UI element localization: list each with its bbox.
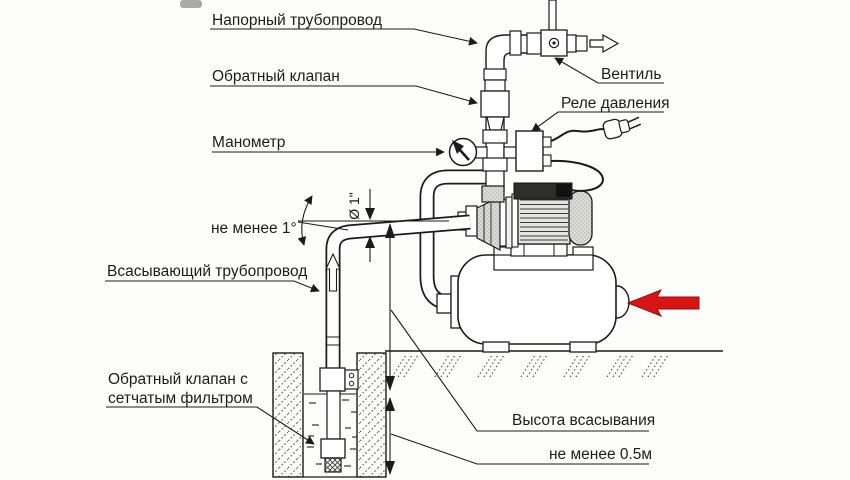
pump-outlet-coupling xyxy=(481,185,505,203)
valve-stem xyxy=(548,0,557,33)
pump-mount-bracket xyxy=(493,254,594,271)
pressure-gauge xyxy=(448,137,478,167)
label-leaders xyxy=(105,28,664,465)
foot-check-valve xyxy=(320,438,346,459)
pipe-elbow xyxy=(485,34,532,73)
pump-motor xyxy=(517,192,571,245)
label-pressure-pipe: Напорный трубопровод xyxy=(212,12,382,29)
motor-ribs xyxy=(520,199,568,241)
gauge-needle xyxy=(452,140,464,154)
outlet-flow-arrow xyxy=(589,33,620,54)
power-cable xyxy=(550,128,605,142)
highlight-arrow xyxy=(626,289,700,317)
label-min-submersion: не менее 0.5м xyxy=(549,446,652,463)
dimension-annotations xyxy=(297,189,449,475)
labels: Напорный трубопровод Обратный клапан Ман… xyxy=(107,12,670,463)
label-gauge: Манометр xyxy=(212,134,285,151)
pressure-switch-body xyxy=(515,130,544,172)
motor-cable-connector xyxy=(556,184,571,197)
tank-connection-pipe xyxy=(419,169,488,329)
motor-cable xyxy=(550,159,605,192)
scan-artifact xyxy=(180,0,202,8)
outlet-valve xyxy=(509,0,620,57)
power-plug xyxy=(602,116,642,140)
well-left-wall xyxy=(272,352,304,478)
label-valve: Вентиль xyxy=(601,66,661,83)
well-right-wall xyxy=(356,352,387,478)
label-foot-valve-line2: сетчатым фильтром xyxy=(108,390,253,407)
label-min-slope: не менее 1° xyxy=(211,220,297,237)
pressure-switch-unit xyxy=(515,116,642,192)
label-check-valve: Обратный клапан xyxy=(212,68,340,85)
tank-foot xyxy=(482,341,510,353)
slope-angle-arc xyxy=(297,195,313,246)
strainer-filter xyxy=(324,457,342,473)
pump-suction-cone xyxy=(476,196,501,251)
ground xyxy=(385,350,723,378)
label-foot-valve-line1: Обратный клапан с xyxy=(108,371,248,388)
pump xyxy=(457,182,593,257)
tank-foot xyxy=(569,341,597,353)
label-suction-pipe: Всасывающий трубопровод xyxy=(107,263,307,280)
well-head-coupling xyxy=(319,367,346,392)
tank-inlet-fitting xyxy=(436,293,452,314)
label-suction-height: Высота всасывания xyxy=(512,412,655,429)
pump-head-rings xyxy=(511,193,519,248)
flow-direction-arrow xyxy=(325,252,341,292)
label-pressure-switch: Реле давления xyxy=(561,95,670,112)
pipe-joint xyxy=(326,336,340,346)
pressure-tank xyxy=(457,246,630,353)
pump-base xyxy=(510,243,568,257)
check-valve-body xyxy=(480,90,510,118)
suction-pipe xyxy=(319,214,471,473)
label-pipe-diameter: Ø 1" xyxy=(346,192,362,220)
well xyxy=(272,352,387,478)
